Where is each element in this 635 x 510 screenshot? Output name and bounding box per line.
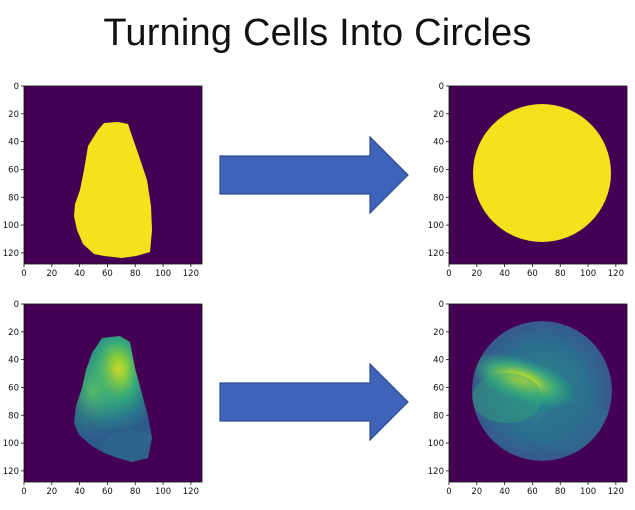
x-tick-label: 120 [608, 269, 624, 279]
x-tick-label: 0 [21, 269, 26, 279]
x-tick-label: 80 [130, 269, 141, 279]
right-arrow-icon [219, 362, 409, 442]
y-tick-label: 20 [433, 110, 444, 120]
y-tick-label: 40 [433, 356, 444, 366]
x-tick-label: 100 [580, 487, 596, 497]
y-tick-label: 60 [8, 165, 19, 175]
x-tick-label: 40 [499, 269, 510, 279]
x-tick-label: 0 [21, 487, 26, 497]
x-tick-label: 100 [580, 269, 596, 279]
y-tick-label: 80 [8, 193, 19, 203]
x-tick-label: 20 [46, 269, 57, 279]
y-tick-label: 60 [433, 165, 444, 175]
x-tick-label: 40 [74, 269, 85, 279]
y-tick-label: 0 [439, 82, 444, 92]
right-arrow-icon [219, 135, 409, 215]
y-tick-label: 40 [8, 356, 19, 366]
y-tick-label: 120 [3, 249, 19, 259]
x-tick-label: 120 [608, 487, 624, 497]
y-tick-label: 0 [14, 82, 19, 92]
y-tick-label: 20 [433, 328, 444, 338]
x-tick-label: 60 [527, 269, 538, 279]
x-tick-label: 20 [46, 487, 57, 497]
x-tick-label: 60 [102, 269, 113, 279]
x-tick-label: 20 [471, 487, 482, 497]
x-tick-label: 80 [555, 269, 566, 279]
y-tick-label: 100 [3, 221, 19, 231]
plot-frame [23, 85, 203, 265]
y-tick-label: 120 [428, 249, 444, 259]
plot-frame [23, 303, 203, 483]
plot-frame [448, 303, 628, 483]
y-tick-label: 80 [8, 411, 19, 421]
y-tick-label: 20 [8, 110, 19, 120]
x-tick-label: 20 [471, 269, 482, 279]
x-tick-label: 0 [446, 487, 451, 497]
circle-mask-shape [473, 104, 611, 242]
y-tick-label: 0 [439, 300, 444, 310]
x-tick-label: 0 [446, 269, 451, 279]
cell-mask-shape [74, 122, 152, 258]
x-tick-label: 120 [183, 487, 199, 497]
y-tick-label: 60 [433, 383, 444, 393]
x-tick-label: 120 [183, 269, 199, 279]
y-tick-label: 120 [3, 467, 19, 477]
y-tick-label: 0 [14, 300, 19, 310]
y-tick-label: 100 [3, 439, 19, 449]
x-tick-label: 40 [499, 487, 510, 497]
x-tick-label: 100 [155, 269, 171, 279]
arrow-top [218, 135, 410, 220]
x-tick-label: 60 [527, 487, 538, 497]
y-tick-label: 80 [433, 411, 444, 421]
y-tick-label: 120 [428, 467, 444, 477]
y-tick-label: 100 [428, 221, 444, 231]
plot-frame [448, 85, 628, 265]
y-tick-label: 60 [8, 383, 19, 393]
y-tick-label: 20 [8, 328, 19, 338]
y-tick-label: 100 [428, 439, 444, 449]
cell-circle-intensity [472, 321, 612, 461]
x-tick-label: 80 [130, 487, 141, 497]
y-tick-label: 40 [8, 138, 19, 148]
x-tick-label: 40 [74, 487, 85, 497]
x-tick-label: 80 [555, 487, 566, 497]
y-tick-label: 80 [433, 193, 444, 203]
arrow-bottom [218, 362, 410, 447]
x-tick-label: 60 [102, 487, 113, 497]
y-tick-label: 40 [433, 138, 444, 148]
x-tick-label: 100 [155, 487, 171, 497]
slide-title: Turning Cells Into Circles [103, 12, 532, 54]
